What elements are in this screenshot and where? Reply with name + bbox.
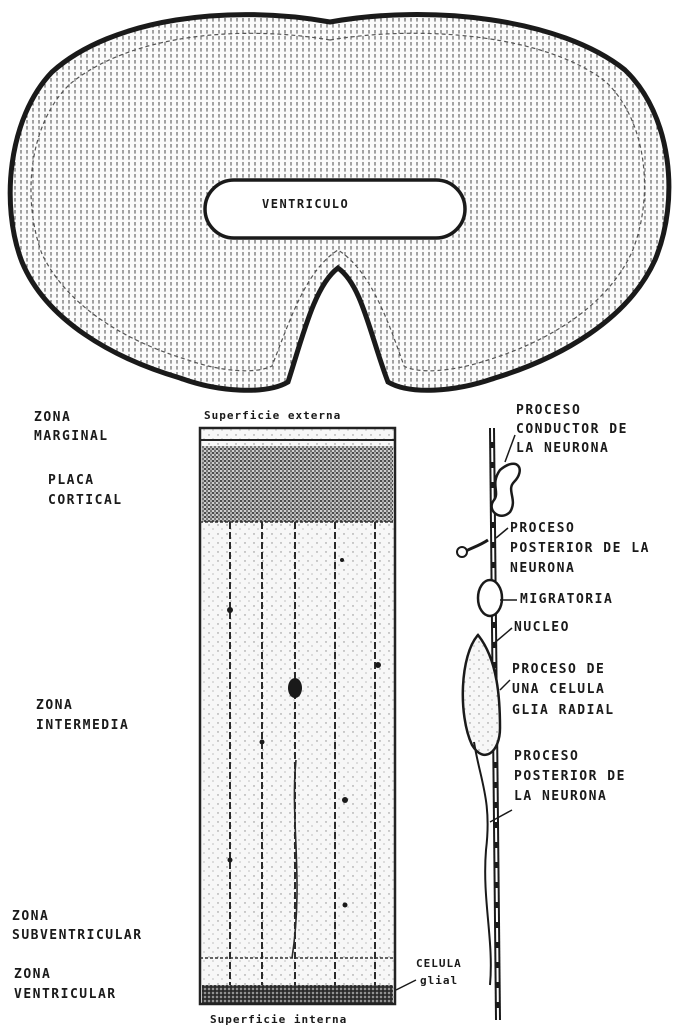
leading-process-shape bbox=[492, 464, 520, 516]
zone-cortical-line-1: PLACA bbox=[48, 472, 95, 489]
radial-glia-line-3: GLIA RADIAL bbox=[512, 702, 615, 719]
zone-intermediate-line-1: ZONA bbox=[36, 697, 73, 714]
posterior-upper-line-3: NEURONA bbox=[510, 560, 575, 577]
posterior-upper-line-1: PROCESO bbox=[510, 520, 575, 537]
outer-surface-label: Superficie externa bbox=[204, 407, 341, 424]
migratory-soma bbox=[478, 580, 502, 616]
posterior-lower-line-1: PROCESO bbox=[514, 748, 579, 765]
zone-marginal-line-1: ZONA bbox=[34, 409, 71, 426]
zone-subventricular-line-1: ZONA bbox=[12, 908, 49, 925]
posterior-upper-line-2: POSTERIOR DE LA bbox=[510, 540, 650, 557]
branch-tip bbox=[457, 547, 467, 557]
leading-process-line-1: PROCESO bbox=[516, 402, 581, 419]
migrating-neuron-detail bbox=[457, 428, 520, 1020]
trailing-process bbox=[474, 742, 491, 985]
nucleus-label: NUCLEO bbox=[514, 619, 570, 636]
radial-glia-line-1: PROCESO DE bbox=[512, 661, 605, 678]
zone-intermediate-line-2: INTERMEDIA bbox=[36, 717, 129, 734]
leading-process-line-2: CONDUCTOR DE bbox=[516, 421, 628, 438]
ventricle-label: VENTRICULO bbox=[262, 196, 349, 213]
migratory-label: MIGRATORIA bbox=[520, 591, 613, 608]
posterior-lower-line-2: POSTERIOR DE bbox=[514, 768, 626, 785]
glial-cell-line-2: glial bbox=[420, 972, 458, 989]
zone-subventricular-line-2: SUBVENTRICULAR bbox=[12, 927, 143, 944]
zone-cortical-line-2: CORTICAL bbox=[48, 492, 123, 509]
cortical-column bbox=[200, 428, 395, 1004]
zone-ventricular-line-1: ZONA bbox=[14, 966, 51, 983]
inner-surface-label: Superficie interna bbox=[210, 1011, 347, 1028]
posterior-lower-line-3: LA NEURONA bbox=[514, 788, 607, 805]
zone-ventricular-line-2: VENTRICULAR bbox=[14, 986, 117, 1003]
glial-cell-line-1: CELULA bbox=[416, 955, 462, 972]
radial-glia-line-2: UNA CELULA bbox=[512, 681, 605, 698]
leading-process-line-3: LA NEURONA bbox=[516, 440, 609, 457]
ventricular-zone-band bbox=[202, 985, 393, 1003]
zone-marginal-line-2: MARGINAL bbox=[34, 428, 109, 445]
cortical-plate-band bbox=[202, 446, 393, 522]
